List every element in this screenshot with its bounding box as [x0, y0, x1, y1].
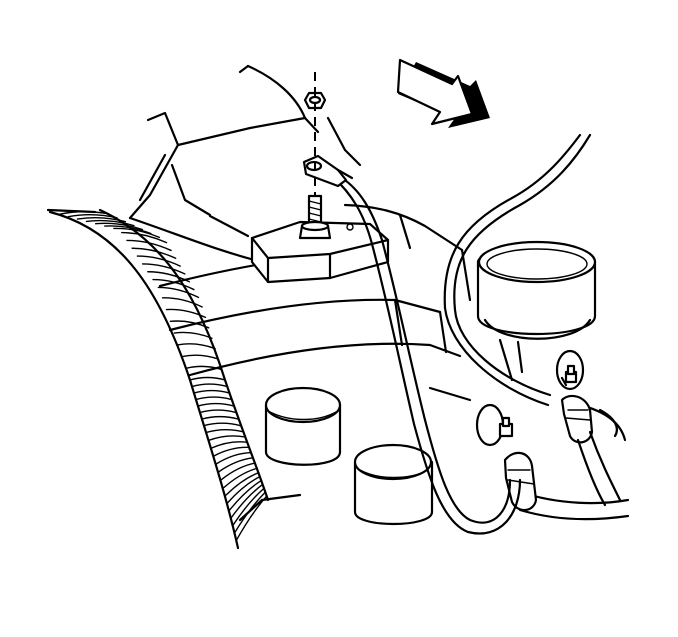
- conduit-rib: [193, 389, 231, 394]
- ground-strap-cable: [330, 174, 522, 535]
- direction-arrow-icon: [396, 58, 490, 128]
- conduit-rib: [165, 308, 207, 319]
- conduit-rib: [173, 331, 213, 339]
- conduit-rib: [220, 462, 256, 481]
- conduit-rib: [181, 354, 220, 360]
- corrugated-conduit: [48, 208, 270, 550]
- conduit-rib: [212, 446, 250, 457]
- conduit-rib: [94, 222, 144, 231]
- conduit-rib: [202, 422, 242, 427]
- nut-icon: [303, 91, 327, 110]
- wiring-harness: [443, 133, 630, 521]
- housing-stud: [564, 364, 578, 384]
- cylinder-cap-right: [353, 443, 434, 526]
- conduit-rib: [195, 396, 233, 401]
- conduit-rib: [113, 227, 161, 239]
- conduit-rib: [136, 255, 181, 267]
- conduit-rib: [161, 297, 203, 308]
- conduit-rib: [189, 376, 226, 381]
- conduit-rib: [223, 467, 259, 489]
- conduit-rib: [141, 263, 186, 275]
- conduit-rib: [227, 475, 261, 504]
- cylinder-cap-left: [264, 386, 342, 466]
- conduit-rib: [232, 487, 265, 527]
- conduit-rib: [169, 320, 210, 329]
- conduit-rib: [235, 495, 268, 542]
- ring-terminal-icon: [302, 154, 354, 188]
- conduit-rib: [230, 483, 264, 519]
- conduit-rib: [225, 471, 260, 496]
- conduit-rib: [126, 239, 172, 252]
- conduit-rib: [201, 415, 240, 420]
- connector-boot-upper: [560, 394, 594, 444]
- conduit-rib: [207, 435, 246, 442]
- conduit-rib: [121, 231, 168, 244]
- conduit-rib: [157, 286, 200, 299]
- conduit-rib: [58, 210, 110, 216]
- conduit-rib: [147, 271, 191, 283]
- conduit-rib: [185, 365, 223, 371]
- connector-assembly: [475, 403, 538, 512]
- conduit-rib: [152, 278, 195, 291]
- conduit-rib: [76, 217, 127, 223]
- conduit-rib: [104, 225, 152, 235]
- conduit-rib: [191, 383, 228, 388]
- conduit-rib: [205, 428, 244, 434]
- conduit-rib: [131, 247, 177, 259]
- conduit-rib: [177, 343, 216, 350]
- upper-body-panel: [128, 64, 362, 220]
- conduit-rib: [233, 491, 267, 534]
- round-housing: [476, 240, 597, 391]
- conduit-rib: [199, 409, 237, 414]
- bolt-icon: [298, 194, 332, 240]
- conduit-rib: [85, 219, 135, 227]
- conduit-rib: [218, 457, 254, 473]
- conduit-rib: [67, 214, 118, 219]
- conduit-rib: [197, 402, 235, 407]
- conduit-rib: [228, 479, 263, 511]
- conduit-rib: [215, 451, 252, 465]
- conduit-rib: [210, 441, 248, 449]
